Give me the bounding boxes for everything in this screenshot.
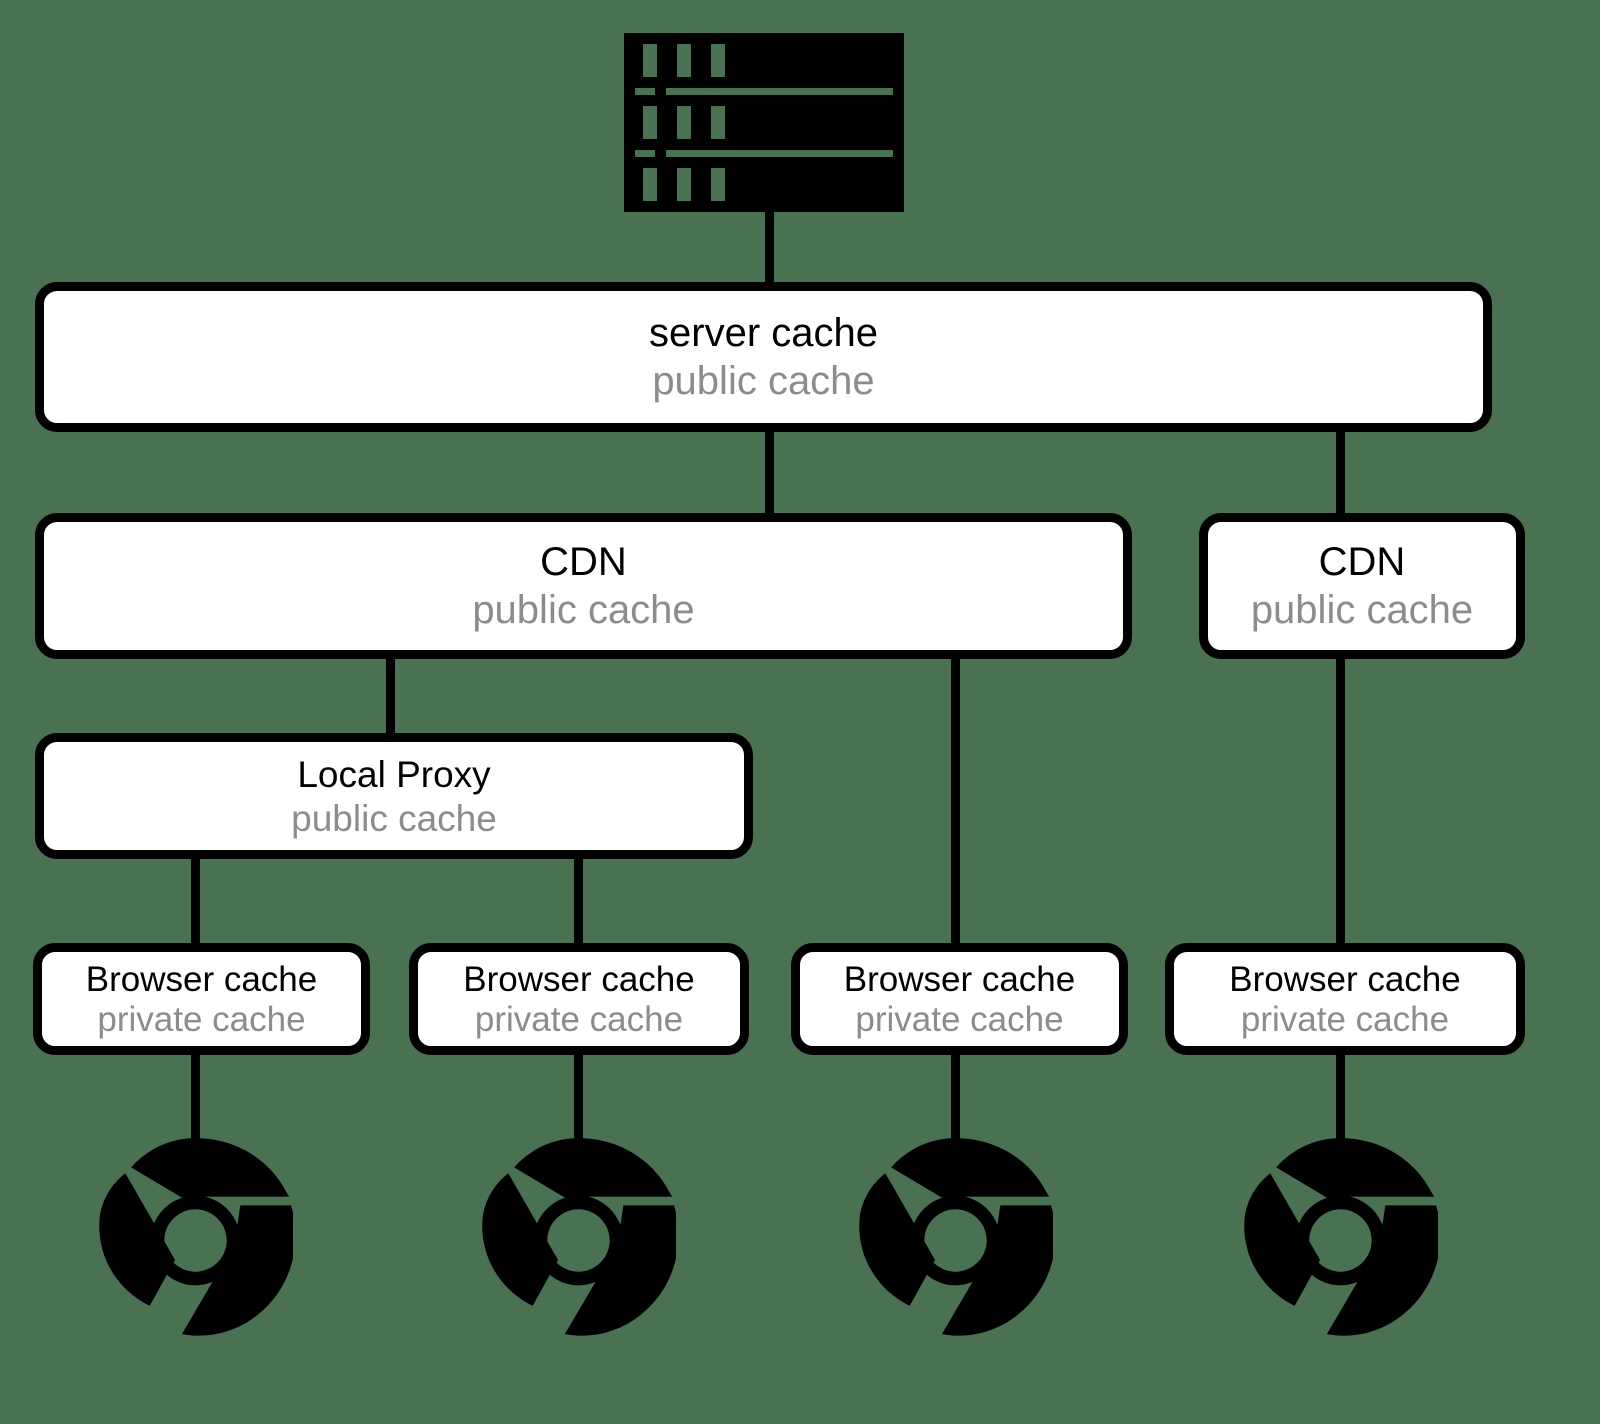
node-browser-cache-1[interactable]: Browser cache private cache — [33, 943, 370, 1055]
connector-cdn-left-to-browser-cache-3 — [951, 652, 960, 949]
browser-cache-2-subtitle: private cache — [474, 999, 684, 1039]
connector-browser-cache-1-to-client-1 — [191, 1048, 200, 1144]
connector-server-cache-to-cdn-right — [1336, 428, 1345, 518]
chrome-browser-icon[interactable] — [858, 1135, 1053, 1345]
connector-browser-cache-4-to-client-4 — [1336, 1048, 1345, 1144]
node-browser-cache-3[interactable]: Browser cache private cache — [791, 943, 1128, 1055]
node-cdn-right[interactable]: CDN public cache — [1199, 513, 1525, 659]
browser-cache-3-title: Browser cache — [843, 959, 1076, 999]
connector-local-proxy-to-browser-cache-1 — [191, 852, 200, 949]
browser-cache-2-title: Browser cache — [463, 959, 695, 999]
connector-origin-to-server-cache — [765, 208, 774, 286]
browser-cache-1-subtitle: private cache — [97, 999, 306, 1039]
node-server-cache[interactable]: server cache public cache — [35, 282, 1492, 432]
browser-cache-1-title: Browser cache — [85, 959, 318, 999]
node-browser-cache-4[interactable]: Browser cache private cache — [1165, 943, 1525, 1055]
cdn-right-subtitle: public cache — [1250, 588, 1474, 632]
connector-cdn-left-to-local-proxy — [386, 652, 395, 738]
browser-cache-4-subtitle: private cache — [1240, 999, 1450, 1039]
connector-browser-cache-2-to-client-2 — [574, 1048, 583, 1144]
chrome-browser-icon[interactable] — [98, 1135, 293, 1345]
node-browser-cache-2[interactable]: Browser cache private cache — [409, 943, 749, 1055]
server-cache-title: server cache — [649, 311, 878, 355]
chrome-browser-icon[interactable] — [1243, 1135, 1438, 1345]
cdn-left-title: CDN — [540, 540, 627, 584]
browser-cache-3-subtitle: private cache — [855, 999, 1064, 1039]
node-cdn-left[interactable]: CDN public cache — [35, 513, 1132, 659]
connector-cdn-right-to-browser-cache-4 — [1336, 652, 1345, 949]
chrome-browser-icon[interactable] — [481, 1135, 676, 1345]
connector-browser-cache-3-to-client-3 — [951, 1048, 960, 1144]
local-proxy-title: Local Proxy — [297, 753, 491, 795]
connector-local-proxy-to-browser-cache-2 — [574, 852, 583, 949]
server-cache-subtitle: public cache — [652, 359, 875, 403]
node-local-proxy[interactable]: Local Proxy public cache — [35, 733, 753, 859]
server-rack-icon — [624, 33, 904, 212]
connector-server-cache-to-cdn-left — [765, 428, 774, 518]
browser-cache-4-title: Browser cache — [1229, 959, 1461, 999]
local-proxy-subtitle: public cache — [291, 797, 497, 839]
cdn-right-title: CDN — [1318, 540, 1406, 584]
cdn-left-subtitle: public cache — [472, 588, 695, 632]
